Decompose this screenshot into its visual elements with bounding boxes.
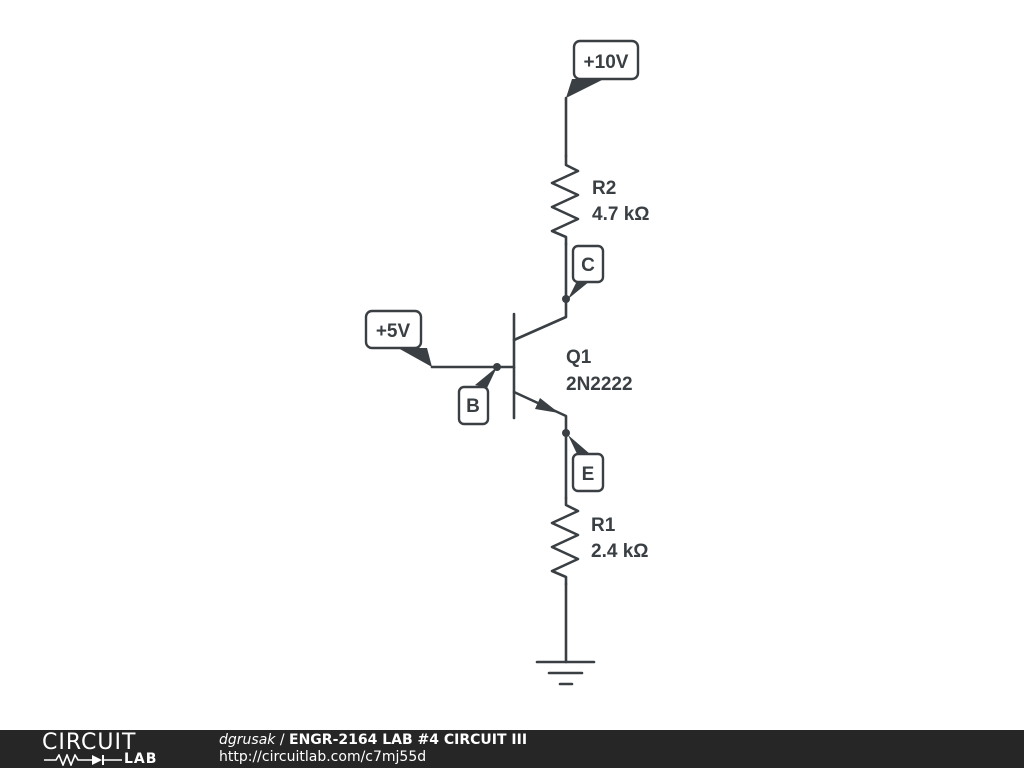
circuit-schematic: +10V R2 4.7 kΩ C Q1 2N2222 +5V B E [364,39,650,686]
emitter-label: E [568,435,605,493]
base-label: B [457,367,497,426]
author-name[interactable]: dgrusak [219,732,276,748]
q1-name: Q1 [566,347,592,368]
vin-label: +5V [364,309,432,367]
resistor-diode-icon [44,754,122,766]
vcc-label: +10V [566,39,640,98]
r1-name: R1 [591,515,616,536]
r2-name: R2 [592,178,616,199]
logo-wordmark-bottom: LAB [124,751,158,767]
ground-symbol [535,660,596,686]
circuit-title[interactable]: ENGR-2164 LAB #4 CIRCUIT III [289,732,528,748]
collector-text: C [581,255,595,276]
collector-label: C [568,244,605,299]
vin-text: +5V [376,321,411,342]
footer-bar: CIRCUIT LAB dgrusak / ENGR-2164 LAB #4 C… [0,730,1024,768]
base-text: B [466,396,480,417]
logo-wordmark-top: CIRCUIT [42,730,137,755]
r1-resistor [550,496,580,586]
q1-transistor [512,297,568,434]
circuit-byline: dgrusak / ENGR-2164 LAB #4 CIRCUIT III [219,732,527,749]
r2-value: 4.7 kΩ [592,204,650,225]
circuitlab-logo[interactable]: CIRCUIT LAB [42,732,177,766]
emitter-text: E [582,464,595,485]
circuit-url-link[interactable]: http://circuitlab.com/c7mj55d [219,749,427,765]
q1-part: 2N2222 [566,374,633,395]
r2-resistor [550,154,580,246]
byline-separator: / [275,732,290,748]
r1-value: 2.4 kΩ [591,541,649,562]
vcc-text: +10V [584,52,629,73]
